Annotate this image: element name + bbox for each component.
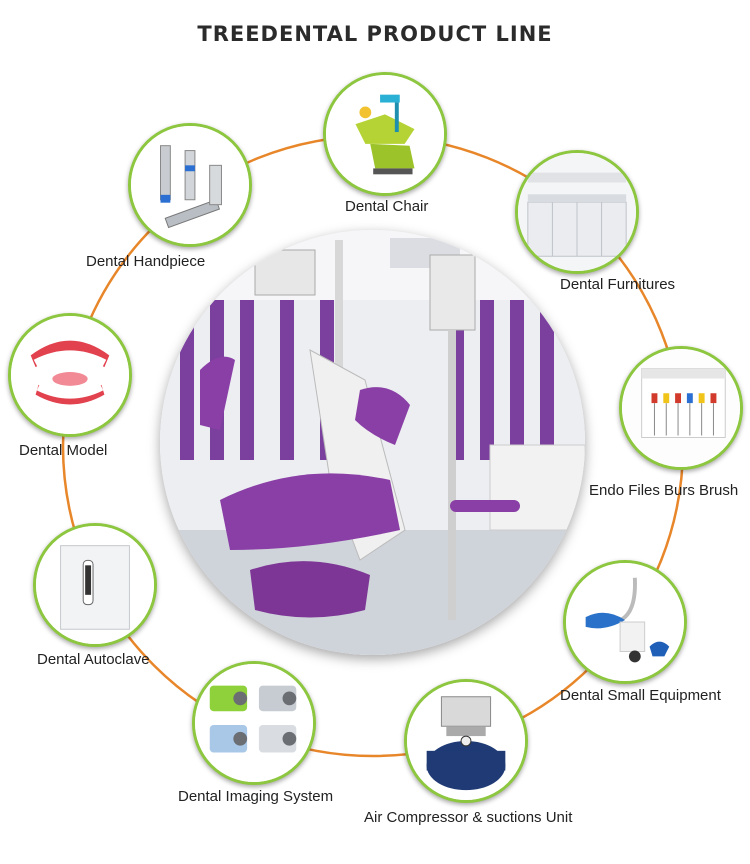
clinic-hero-image — [160, 230, 585, 655]
product-label-dental-autoclave[interactable]: Dental Autoclave — [37, 651, 150, 668]
product-bubble-dental-chair[interactable] — [323, 72, 447, 196]
product-label-dental-chair[interactable]: Dental Chair — [345, 198, 429, 215]
cabinet-icon — [518, 153, 636, 271]
product-bubble-endo-files[interactable] — [619, 346, 743, 470]
product-label-endo-files[interactable]: Endo Files Burs Brush — [589, 482, 739, 499]
product-bubble-air-compressor[interactable] — [404, 679, 528, 803]
air-compressor-icon — [407, 682, 525, 800]
product-bubble-dental-imaging[interactable] — [192, 661, 316, 785]
endo-files-icon — [622, 349, 740, 467]
product-label-dental-model[interactable]: Dental Model — [19, 442, 108, 459]
product-bubble-dental-autoclave[interactable] — [33, 523, 157, 647]
product-bubble-dental-furnitures[interactable] — [515, 150, 639, 274]
product-label-dental-small-equipment[interactable]: Dental Small Equipment — [560, 687, 721, 704]
product-label-dental-imaging[interactable]: Dental Imaging System — [178, 788, 334, 805]
product-label-air-compressor[interactable]: Air Compressor & suctions Unit — [364, 809, 573, 826]
teeth-model-icon — [11, 316, 129, 434]
product-bubble-dental-small-equipment[interactable] — [563, 560, 687, 684]
product-label-dental-furnitures[interactable]: Dental Furnitures — [560, 276, 676, 293]
page-title: TREEDENTAL PRODUCT LINE — [197, 22, 553, 46]
product-bubble-dental-model[interactable] — [8, 313, 132, 437]
autoclave-icon — [36, 526, 154, 644]
dental-chair-icon — [326, 75, 444, 193]
handpiece-icon — [131, 126, 249, 244]
product-bubble-dental-handpiece[interactable] — [128, 123, 252, 247]
xray-sensor-icon — [195, 664, 313, 782]
whitening-lamp-icon — [566, 563, 684, 681]
product-label-dental-handpiece[interactable]: Dental Handpiece — [86, 253, 206, 270]
